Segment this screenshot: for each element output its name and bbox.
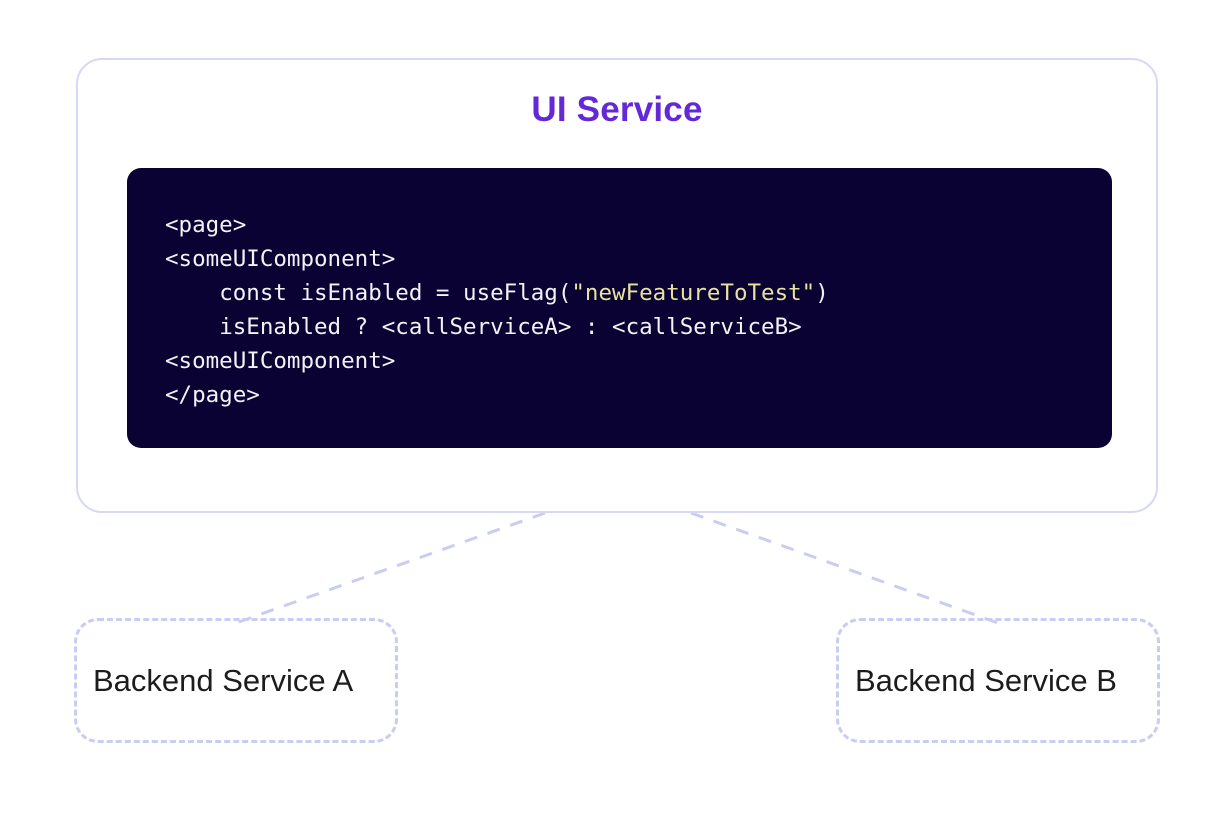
ui-service-box: UI Service <page> <someUIComponent> cons… bbox=[76, 58, 1158, 513]
code-block: <page> <someUIComponent> const isEnabled… bbox=[127, 168, 1112, 448]
backend-service-a-label: Backend Service A bbox=[93, 663, 354, 698]
code-line-3: const isEnabled = useFlag("newFeatureToT… bbox=[219, 280, 829, 306]
code-line-5: <someUIComponent> bbox=[165, 348, 396, 374]
backend-service-b-box: Backend Service B bbox=[836, 618, 1160, 743]
code-line-1: <page> bbox=[165, 212, 247, 238]
code-line-4: isEnabled ? <callServiceA> : <callServic… bbox=[219, 314, 802, 340]
ui-service-title: UI Service bbox=[531, 90, 703, 129]
connector-to-backend-b bbox=[690, 511, 999, 625]
connector-to-backend-a bbox=[235, 511, 546, 625]
backend-service-a-box: Backend Service A bbox=[74, 618, 398, 743]
backend-service-b-label: Backend Service B bbox=[855, 663, 1117, 698]
code-line-2: <someUIComponent> bbox=[165, 246, 396, 272]
code-string-token: "newFeatureToTest" bbox=[571, 280, 816, 306]
code-line-6: </page> bbox=[165, 382, 260, 408]
